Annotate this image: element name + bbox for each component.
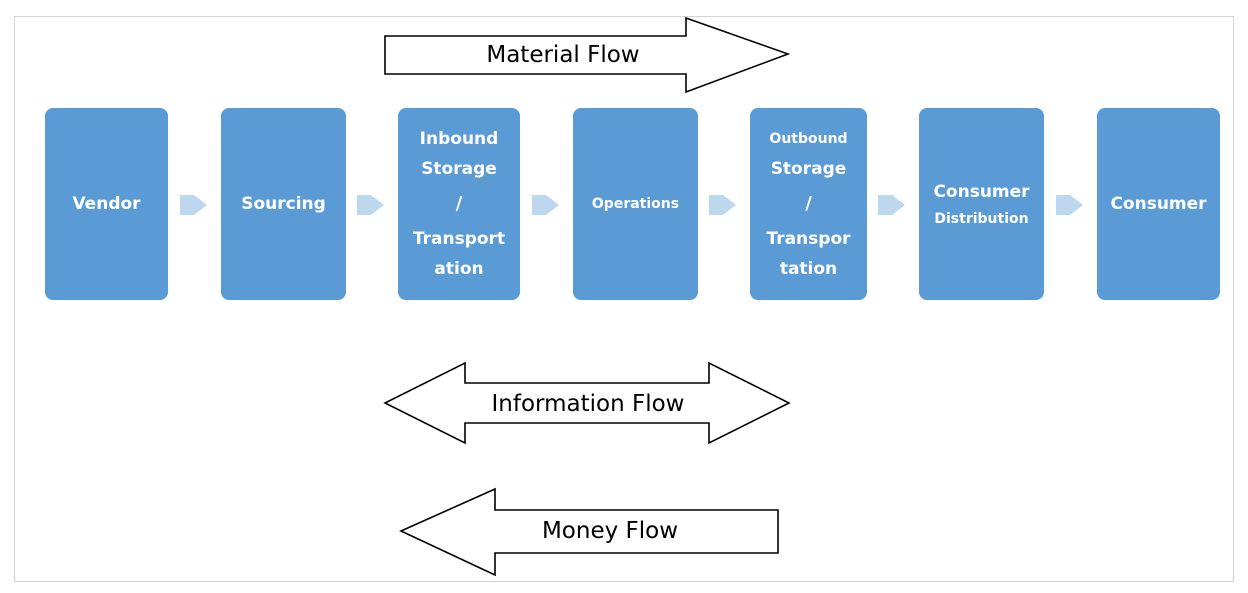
- money-flow-label: Money Flow: [541, 518, 679, 544]
- stage-label: Inbound: [419, 129, 499, 149]
- material-flow-arrow-icon: [384, 16, 791, 94]
- stage-label: Distribution: [934, 211, 1029, 227]
- stage-label: /: [455, 193, 463, 214]
- stage-operations: Operations: [573, 108, 698, 300]
- stage-label: Sourcing: [241, 194, 326, 214]
- stage-label: ation: [434, 259, 484, 279]
- stage-vendor: Vendor: [45, 108, 168, 300]
- stage-label: Outbound: [769, 131, 848, 147]
- stage-outbound-storage-transportation: Outbound Storage / Transpor tation: [750, 108, 867, 300]
- stage-label: Consumer: [933, 182, 1030, 202]
- chevron-right-icon: [357, 195, 384, 215]
- material-flow-label: Material Flow: [486, 42, 640, 68]
- stage-label: Consumer: [1110, 194, 1207, 214]
- information-flow-double-arrow-icon: [383, 361, 791, 445]
- stage-label: Transpor: [766, 229, 851, 249]
- chevron-right-icon: [180, 195, 207, 215]
- chevron-right-icon: [1056, 195, 1083, 215]
- stage-inbound-storage-transportation: Inbound Storage / Transport ation: [398, 108, 520, 300]
- stage-consumer: Consumer: [1097, 108, 1220, 300]
- stage-label: Storage: [421, 159, 497, 179]
- stage-label: tation: [779, 259, 838, 279]
- stage-sourcing: Sourcing: [221, 108, 346, 300]
- stage-label: Operations: [591, 196, 680, 212]
- information-flow-label: Information Flow: [491, 391, 685, 417]
- stage-label: Storage: [770, 159, 847, 179]
- chevron-right-icon: [878, 195, 905, 215]
- stage-label: /: [805, 193, 812, 214]
- stage-label: Vendor: [72, 194, 141, 214]
- stage-consumer-distribution: Consumer Distribution: [919, 108, 1044, 300]
- stage-label: Transport: [412, 229, 506, 249]
- chevron-right-icon: [709, 195, 736, 215]
- money-flow-arrow-icon: [399, 487, 779, 577]
- chevron-right-icon: [532, 195, 559, 215]
